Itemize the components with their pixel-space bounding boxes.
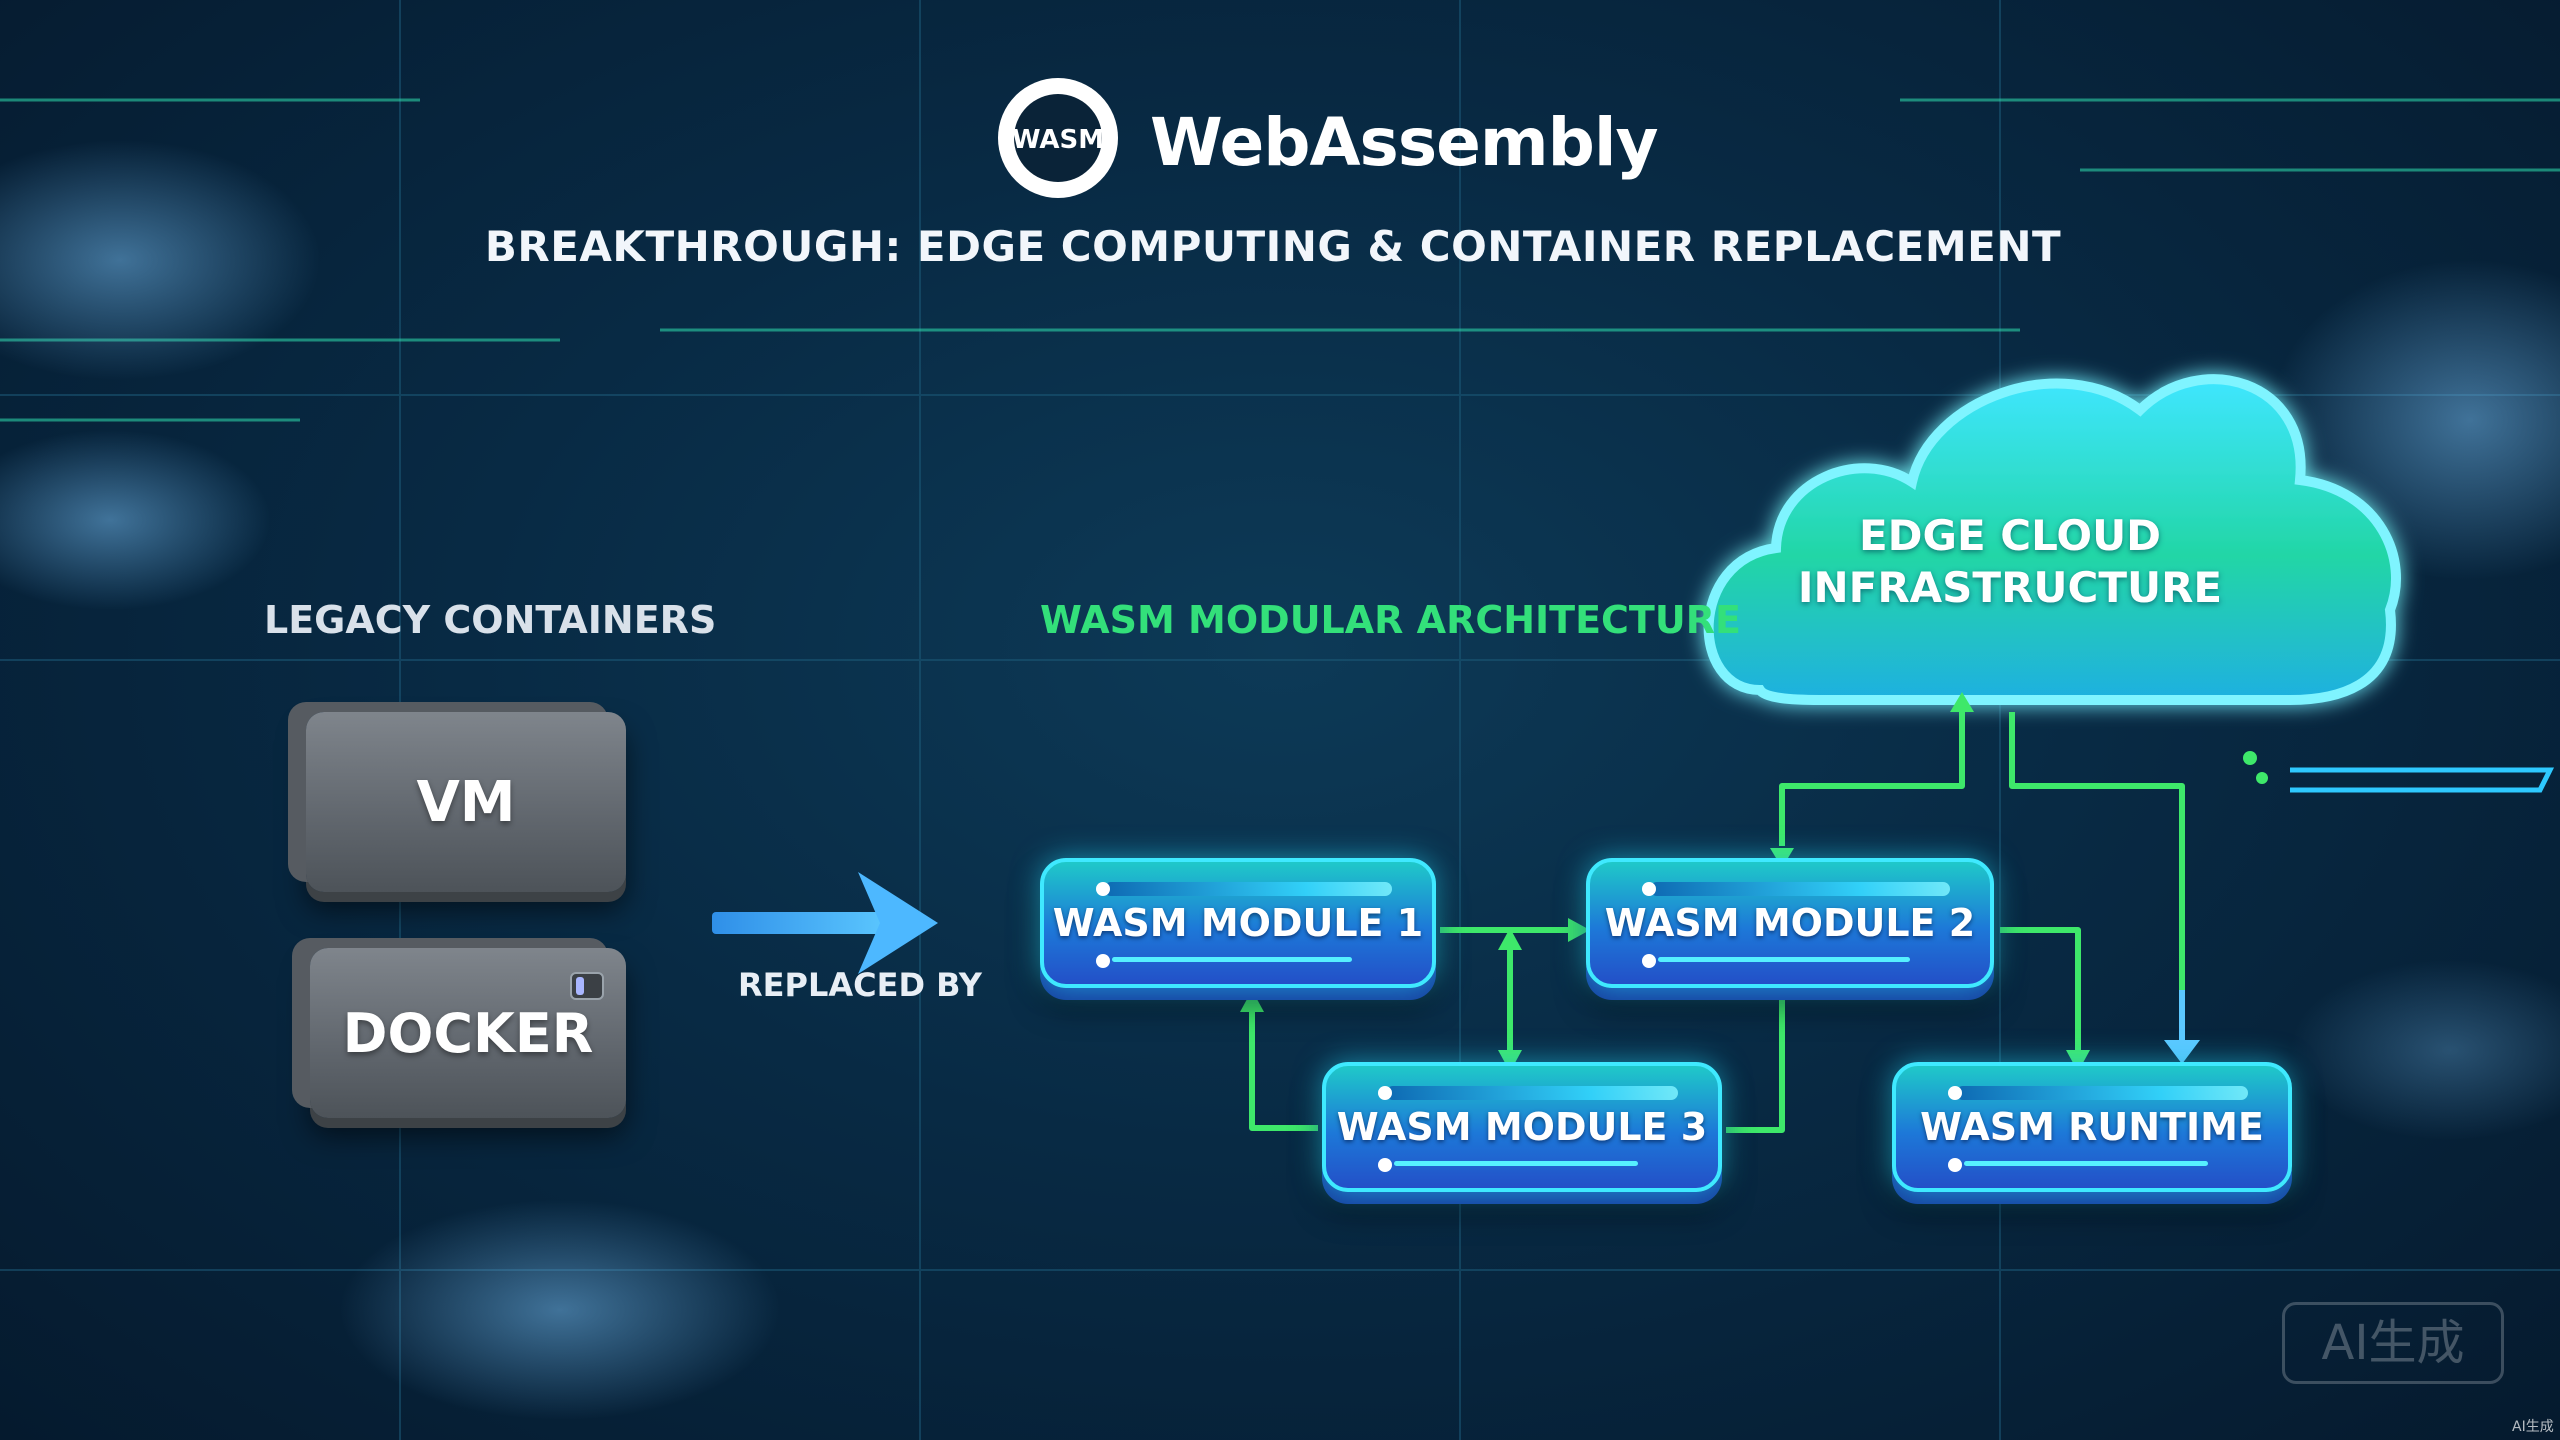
ai-generated-corner-mark: AI生成 (2512, 1419, 2554, 1435)
wasm-module-3: WASM MODULE 3 (1322, 1062, 1722, 1192)
vm-label: VM (416, 769, 516, 835)
runtime-label: WASM RUNTIME (1920, 1105, 2264, 1149)
legacy-containers-label: LEGACY CONTAINERS (264, 598, 717, 642)
cloud-line-1: EDGE CLOUD (1858, 511, 2162, 560)
wasm-module-2: WASM MODULE 2 (1586, 858, 1994, 988)
wasm-runtime: WASM RUNTIME (1892, 1062, 2292, 1192)
docker-block: DOCKER (310, 948, 626, 1118)
wasm-architecture-label: WASM MODULAR ARCHITECTURE (1040, 598, 1741, 642)
wasm-module-1: WASM MODULE 1 (1040, 858, 1436, 988)
replaced-by-label: REPLACED BY (738, 966, 982, 1004)
wasm-logo: WASM (998, 78, 1118, 198)
right-circuit-line (2290, 767, 2555, 793)
cloud-line-2: INFRASTRUCTURE (1797, 563, 2223, 612)
brand-title: WebAssembly (1150, 104, 1659, 181)
status-led-icon (570, 972, 604, 1000)
module-connectors (1249, 712, 2185, 1133)
module-label: WASM MODULE 1 (1052, 901, 1424, 945)
edge-cloud-shape (1703, 374, 2401, 705)
edge-cloud-label: EDGE CLOUD INFRASTRUCTURE (1760, 510, 2260, 614)
module-label: WASM MODULE 2 (1604, 901, 1976, 945)
docker-label: DOCKER (342, 1001, 594, 1065)
replaced-by-arrow (712, 872, 938, 974)
vm-block: VM (306, 712, 626, 892)
ai-generated-watermark: AI生成 (2282, 1302, 2504, 1384)
subtitle-text: BREAKTHROUGH: EDGE COMPUTING & CONTAINER… (484, 222, 2062, 271)
logo-text: WASM (1012, 125, 1104, 155)
page-subtitle: BREAKTHROUGH: EDGE COMPUTING & CONTAINER… (0, 222, 2560, 271)
module-label: WASM MODULE 3 (1336, 1105, 1708, 1149)
